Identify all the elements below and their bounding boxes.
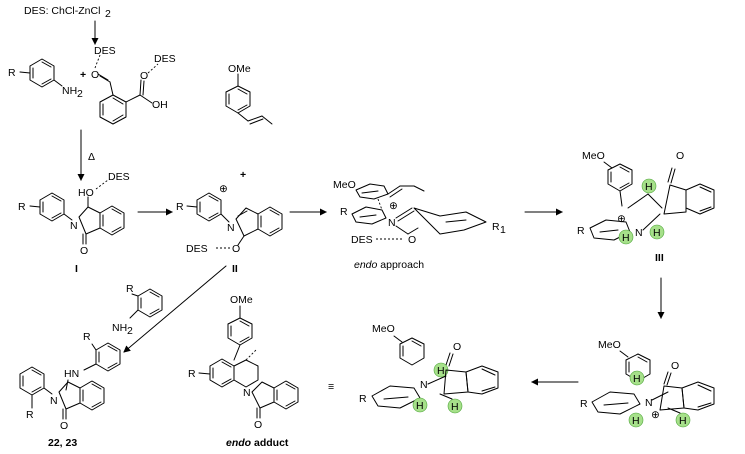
intermediate-II: R ⊕ N O DES II xyxy=(176,183,283,275)
svg-text:R: R xyxy=(176,201,184,213)
svg-text:N: N xyxy=(70,220,78,232)
cyclized-cation: MeO H O R N ⊕ H H xyxy=(580,339,715,428)
svg-text:R: R xyxy=(340,206,348,218)
arrow-II-to-products xyxy=(123,265,227,353)
svg-text:R: R xyxy=(188,368,196,380)
plus-sign-2: + xyxy=(240,169,246,181)
svg-text:⊕: ⊕ xyxy=(389,200,398,212)
svg-text:O: O xyxy=(60,420,68,432)
intermediate-I: R N O HO DES I xyxy=(18,171,130,275)
equivalence-symbol: ≡ xyxy=(328,381,334,393)
svg-text:H: H xyxy=(632,415,640,427)
svg-text:MeO: MeO xyxy=(372,323,395,335)
svg-text:DES: DES xyxy=(186,243,208,255)
svg-text:2: 2 xyxy=(127,325,133,337)
svg-text:R: R xyxy=(26,409,34,421)
svg-text:2: 2 xyxy=(77,88,83,100)
endo-adduct: OMe R N O endo adduct xyxy=(188,294,299,449)
svg-text:H: H xyxy=(645,181,653,193)
svg-text:NH: NH xyxy=(112,322,127,334)
svg-text:N: N xyxy=(227,222,235,234)
svg-text:R: R xyxy=(577,225,585,237)
svg-text:O: O xyxy=(232,243,240,255)
svg-text:DES: ChCl-ZnCl: DES: ChCl-ZnCl xyxy=(24,5,100,17)
svg-text:H: H xyxy=(653,227,661,239)
svg-text:H: H xyxy=(437,365,445,377)
svg-text:N: N xyxy=(388,217,396,229)
svg-text:2: 2 xyxy=(105,8,111,20)
svg-text:H: H xyxy=(416,400,424,412)
svg-text:HO: HO xyxy=(78,187,94,199)
hydrogen-highlight xyxy=(412,397,428,413)
aniline-reactant: R NH 2 xyxy=(8,58,83,100)
svg-text:DES: DES xyxy=(154,53,176,65)
svg-text:N: N xyxy=(420,379,428,391)
svg-text:R: R xyxy=(83,331,91,343)
plus-sign-1: + xyxy=(80,69,86,81)
hydrogen-highlight xyxy=(649,224,665,240)
svg-text:O: O xyxy=(453,341,461,353)
svg-text:O: O xyxy=(80,245,88,257)
svg-text:O: O xyxy=(254,419,262,431)
svg-text:endo adduct: endo adduct xyxy=(226,437,289,449)
products-22-23: R HN R N O 22, 23 xyxy=(19,331,121,449)
svg-text:N: N xyxy=(635,227,643,239)
svg-text:O: O xyxy=(140,70,148,82)
svg-text:DES: DES xyxy=(94,45,116,57)
svg-text:⊕: ⊕ xyxy=(617,213,626,225)
hydrogen-highlight xyxy=(629,370,645,386)
phthalaldehyde-acid: O DES O DES OH xyxy=(91,45,176,125)
svg-text:II: II xyxy=(232,263,238,275)
svg-text:R: R xyxy=(580,398,588,410)
svg-text:R: R xyxy=(18,201,26,213)
svg-text:O: O xyxy=(676,150,684,162)
intermediate-III: MeO ⊕ H O R H N H III xyxy=(577,150,715,264)
svg-text:1: 1 xyxy=(500,224,506,236)
svg-text:H: H xyxy=(622,232,630,244)
heat-symbol: Δ xyxy=(88,151,95,163)
catalyst-label: DES: ChCl-ZnCl 2 xyxy=(24,5,111,20)
svg-text:H: H xyxy=(679,415,687,427)
svg-text:endo approach: endo approach xyxy=(354,259,424,271)
svg-text:⊕: ⊕ xyxy=(651,409,660,421)
svg-text:O: O xyxy=(408,234,416,246)
svg-text:NH: NH xyxy=(62,85,77,97)
svg-text:R: R xyxy=(492,221,500,233)
adduct-3d-view: MeO O H R N H H xyxy=(359,323,499,414)
hydrogen-highlight xyxy=(628,412,644,428)
endo-approach: MeO R ⊕ N R 1 O DES endo approach xyxy=(333,179,506,271)
svg-text:N: N xyxy=(50,395,58,407)
svg-text:DES: DES xyxy=(351,234,373,246)
svg-text:MeO: MeO xyxy=(333,179,356,191)
anethole: OMe xyxy=(225,63,273,125)
svg-text:I: I xyxy=(75,263,78,275)
svg-text:22, 23: 22, 23 xyxy=(48,437,77,449)
svg-text:R: R xyxy=(8,67,16,79)
hydrogen-highlight xyxy=(641,178,657,194)
svg-text:OMe: OMe xyxy=(230,294,253,306)
substituted-aniline: R NH 2 xyxy=(112,283,163,337)
hydrogen-highlight xyxy=(447,398,463,414)
svg-text:MeO: MeO xyxy=(598,339,621,351)
svg-text:O: O xyxy=(671,360,679,372)
svg-text:H: H xyxy=(451,401,459,413)
svg-text:⊕: ⊕ xyxy=(219,183,228,195)
svg-text:DES: DES xyxy=(108,171,130,183)
svg-text:R: R xyxy=(126,283,134,295)
svg-text:OMe: OMe xyxy=(228,63,251,75)
hydrogen-highlight xyxy=(675,412,691,428)
svg-text:MeO: MeO xyxy=(582,150,605,162)
svg-text:H: H xyxy=(633,373,641,385)
svg-text:III: III xyxy=(655,252,664,264)
svg-text:N: N xyxy=(243,387,251,399)
svg-text:R: R xyxy=(359,393,367,405)
svg-text:O: O xyxy=(91,69,99,81)
hydrogen-highlight xyxy=(618,229,634,245)
svg-text:OH: OH xyxy=(152,99,168,111)
svg-text:HN: HN xyxy=(64,368,79,380)
svg-text:N: N xyxy=(645,397,653,409)
